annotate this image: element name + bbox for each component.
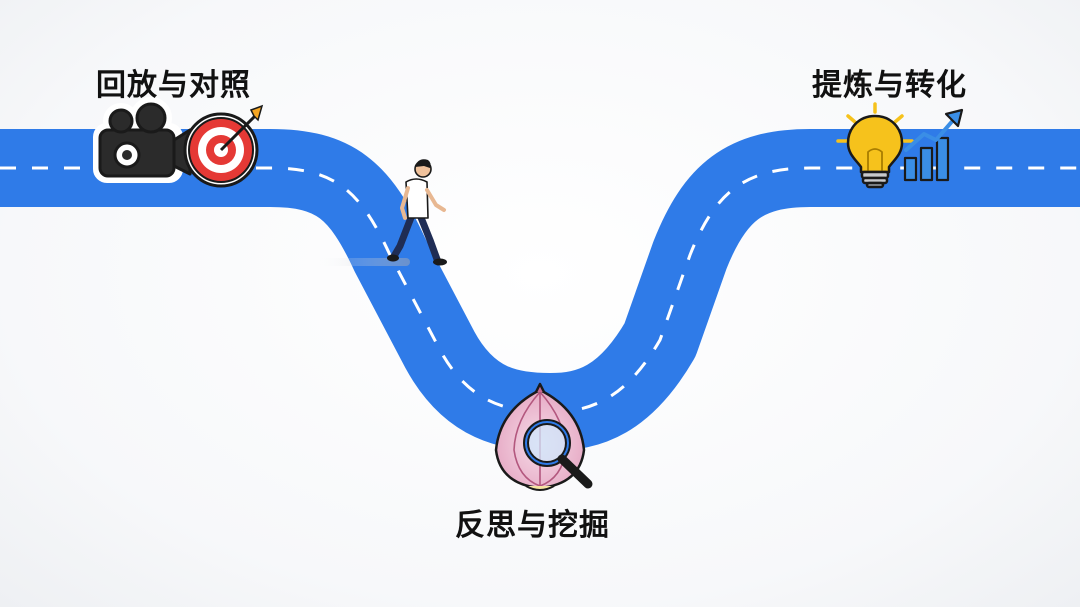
stage-label-reflect: 反思与挖掘 (455, 500, 610, 544)
stage-label-review: 回放与对照 (96, 60, 251, 104)
video-camera-icon (98, 102, 190, 178)
stage-label-refine: 提炼与转化 (812, 60, 967, 104)
road (0, 168, 1080, 412)
